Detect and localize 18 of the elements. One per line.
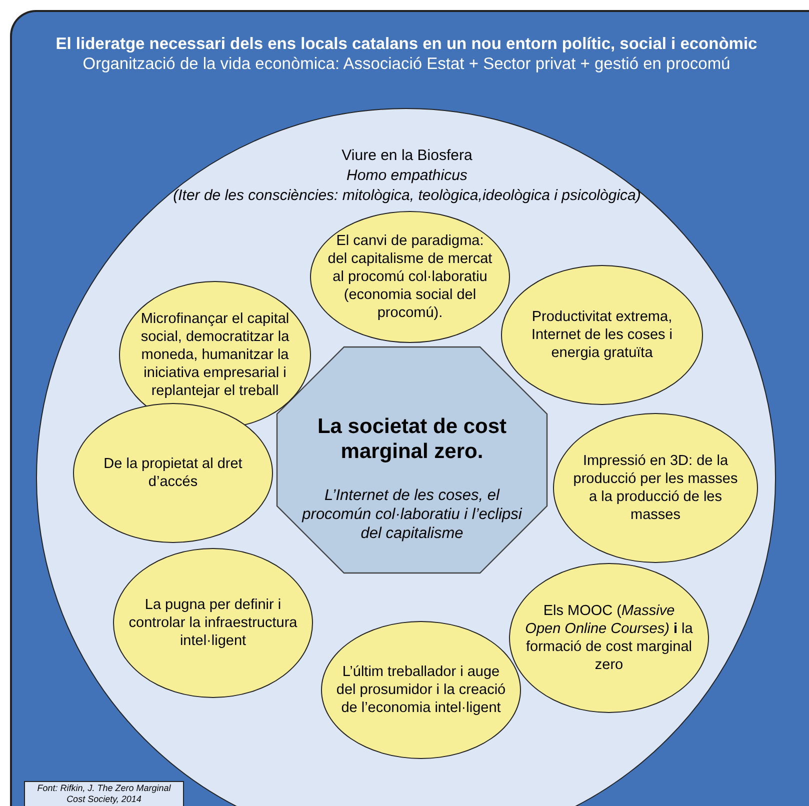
topic-text: La pugna per definir i controlar la infraestructura intel·ligent: [128, 596, 298, 650]
topic-text: Els MOOC (Massive Open Online Courses) i la formació de cost marginal zero: [524, 602, 694, 674]
topic-text: Productivitat extrema, Internet de les coses i energia gratuïta: [530, 308, 674, 362]
subtitle-text: Organització de la vida econòmica: Associació Estat + Sector privat + gestió en procomú: [82, 54, 732, 74]
topic-text: El canvi de paradigma: del capitalisme de mercat al procomú col·laboratiu (economia social del procomú).: [326, 232, 494, 322]
topic-text: Impressió en 3D: de la producció per les masses a la producció de les masses: [572, 452, 739, 524]
source-note-box: [24, 781, 184, 806]
center-subtitle: L’Internet de les coses, el procomún col·laboratiu i l’eclipsi del capitalisme: [300, 486, 523, 543]
frame-panel: [10, 10, 809, 806]
center-heading: La societat de cost marginal zero.: [316, 414, 508, 464]
topic-text: L’últim treballador i auge del prosumidor i la creació de l’economia intel·ligent: [336, 663, 506, 717]
topic-text: De la propietat al dret d’accés: [102, 455, 244, 491]
title-text: El lideratge necessari dels ens locals catalans en un nou entorn polític, social i econòmic: [54, 34, 758, 54]
topic-text: Microfinançar el capital social, democratitzar la moneda, humanitzar la iniciativa empresarial i replantejar el treball: [140, 310, 290, 400]
source-note: Font: Rifkin, J. The Zero Marginal Cost Society, 2014: [36, 783, 172, 805]
circle-subheading: Homo empathicus: [346, 166, 468, 186]
circle-heading: Viure en la Biosfera: [340, 146, 474, 166]
circle-note: (Iter de les consciències: mitològica, teològica,ideològica i psicològica): [172, 186, 642, 206]
